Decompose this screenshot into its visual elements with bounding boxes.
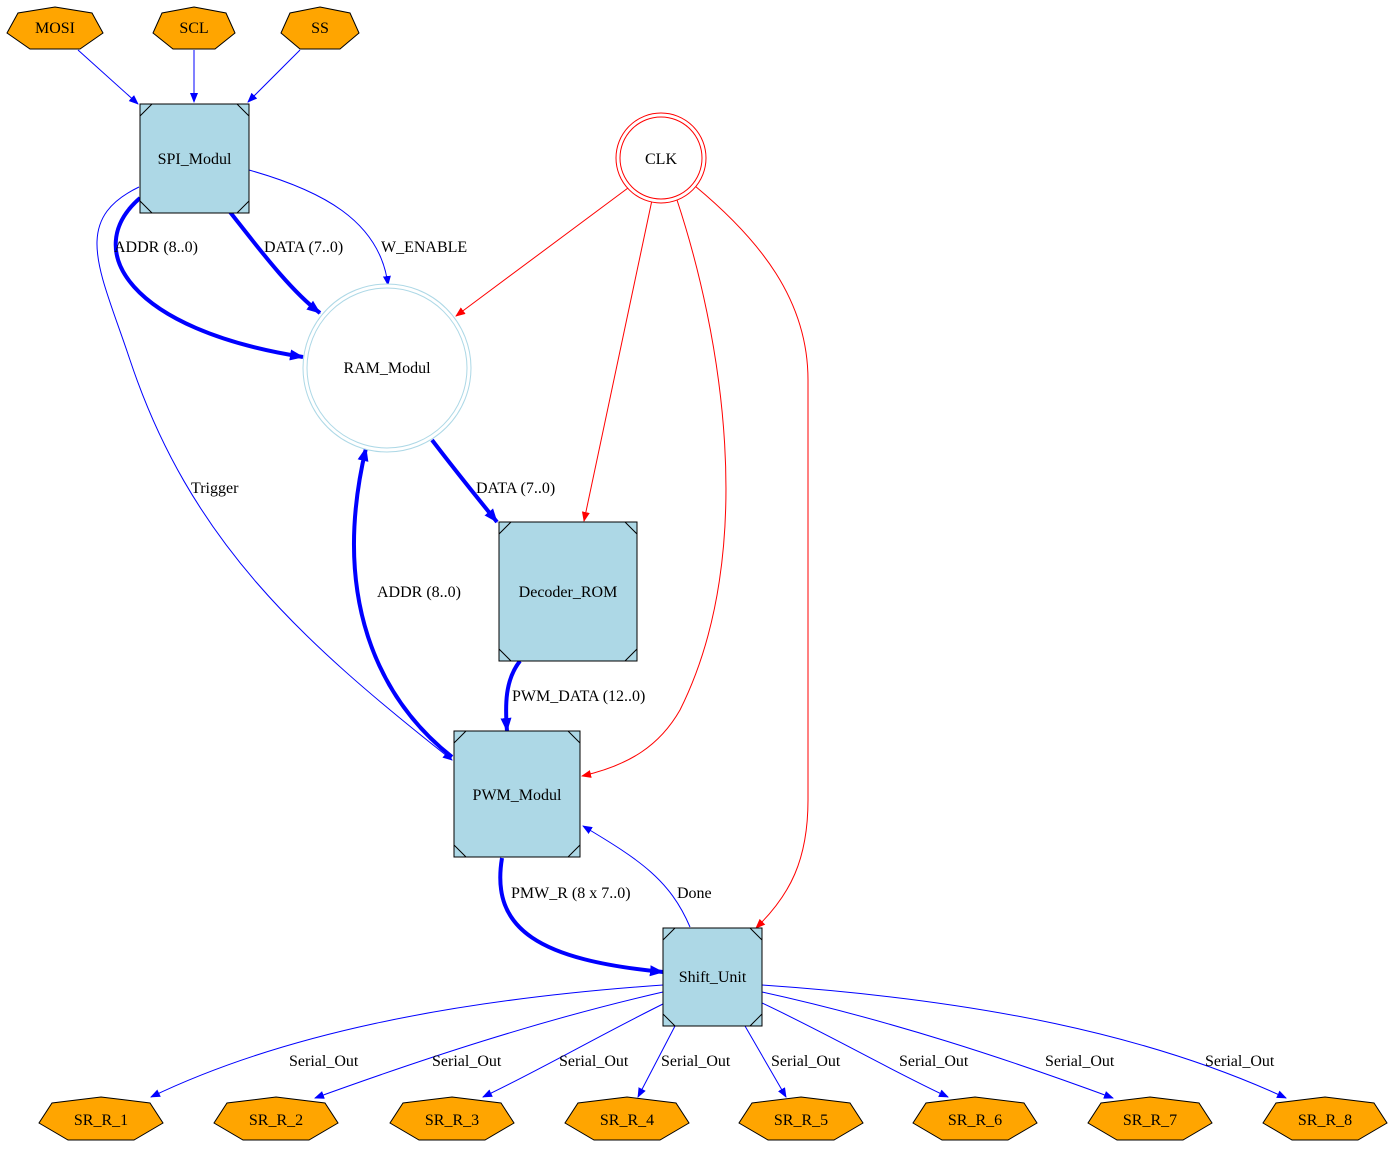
edge-shift-pwm-done xyxy=(582,825,691,928)
edge-shift-sr5 xyxy=(744,1025,787,1098)
edge-rom-pwm-data xyxy=(500,659,522,732)
node-shift-unit[interactable]: Shift_Unit xyxy=(662,927,763,1027)
node-pwm-modul[interactable]: PWM_Modul xyxy=(453,730,581,858)
node-spi-modul[interactable]: SPI_Modul xyxy=(139,103,250,214)
node-sr-r-3[interactable]: SR_R_3 xyxy=(389,1096,515,1141)
edge-shift-sr1 xyxy=(150,984,664,1098)
edge-label-rom-pwm-data: PWM_DATA (12..0) xyxy=(512,688,645,705)
edge-shift-sr2 xyxy=(314,991,664,1099)
node-sr-r-2[interactable]: SR_R_2 xyxy=(213,1096,339,1141)
node-clk-label: CLK xyxy=(645,151,677,168)
node-sr-r-6-label: SR_R_6 xyxy=(948,1112,1002,1129)
node-sr-r-5[interactable]: SR_R_5 xyxy=(738,1096,864,1141)
edge-spi-pwm-trigger xyxy=(96,186,453,761)
edge-label-spi-ram-wen: W_ENABLE xyxy=(381,239,467,256)
edge-shift-sr7 xyxy=(761,991,1114,1099)
edge-label-serial-out-5: Serial_Out xyxy=(771,1053,841,1070)
node-shift-unit-label: Shift_Unit xyxy=(679,969,747,986)
node-mosi[interactable]: MOSI xyxy=(6,6,104,50)
node-sr-r-8[interactable]: SR_R_8 xyxy=(1262,1096,1388,1141)
node-pwm-modul-label: PWM_Modul xyxy=(473,787,562,804)
node-sr-r-4[interactable]: SR_R_4 xyxy=(564,1096,690,1141)
node-sr-r-7[interactable]: SR_R_7 xyxy=(1087,1096,1213,1141)
node-ss-label: SS xyxy=(311,20,329,37)
edge-label-serial-out-6: Serial_Out xyxy=(899,1053,969,1070)
node-spi-modul-label: SPI_Modul xyxy=(158,151,232,168)
edge-label-spi-ram-data: DATA (7..0) xyxy=(264,239,343,256)
edges xyxy=(77,49,1287,1099)
node-sr-r-7-label: SR_R_7 xyxy=(1123,1112,1177,1129)
edge-spi-ram-wen xyxy=(248,169,391,286)
edge-pwm-ram-addr xyxy=(352,447,454,759)
edge-ss-spi xyxy=(247,49,301,103)
edge-clk-rom xyxy=(581,199,653,522)
edge-label-spi-ram-addr: ADDR (8..0) xyxy=(114,239,198,256)
node-ss[interactable]: SS xyxy=(280,6,360,50)
node-decoder-rom[interactable]: Decoder_ROM xyxy=(498,521,638,662)
edge-label-serial-out-2: Serial_Out xyxy=(432,1053,502,1070)
node-sr-r-5-label: SR_R_5 xyxy=(774,1112,828,1129)
edge-label-serial-out-7: Serial_Out xyxy=(1045,1053,1115,1070)
node-sr-r-8-label: SR_R_8 xyxy=(1298,1112,1352,1129)
edge-labels: ADDR (8..0) DATA (7..0) W_ENABLE Trigger… xyxy=(114,239,1275,1070)
node-ram-modul[interactable]: RAM_Modul xyxy=(302,283,472,453)
node-mosi-label: MOSI xyxy=(35,20,75,37)
edge-shift-sr3 xyxy=(482,1002,666,1098)
node-sr-r-1[interactable]: SR_R_1 xyxy=(38,1096,164,1141)
edge-clk-pwm xyxy=(581,199,727,778)
edge-ram-rom-data xyxy=(430,438,499,524)
node-scl-label: SCL xyxy=(179,20,208,37)
edge-label-serial-out-8: Serial_Out xyxy=(1205,1053,1275,1070)
edge-label-pwm-ram-addr: ADDR (8..0) xyxy=(377,584,461,601)
edge-clk-ram xyxy=(455,187,629,317)
node-scl[interactable]: SCL xyxy=(152,6,236,50)
edge-shift-sr4 xyxy=(637,1025,676,1098)
node-clk[interactable]: CLK xyxy=(615,112,707,204)
edge-shift-sr8 xyxy=(761,984,1287,1099)
edge-shift-sr6 xyxy=(761,1002,949,1098)
node-sr-r-4-label: SR_R_4 xyxy=(600,1112,654,1129)
edge-label-pwm-shift: PMW_R (8 x 7..0) xyxy=(511,885,631,902)
edge-pwm-shift xyxy=(498,857,664,977)
edge-spi-ram-data xyxy=(228,210,322,315)
edge-label-shift-pwm-done: Done xyxy=(677,885,712,902)
node-ram-modul-label: RAM_Modul xyxy=(343,360,431,377)
node-sr-r-1-label: SR_R_1 xyxy=(74,1112,128,1129)
edge-clk-shift xyxy=(694,185,809,929)
edge-label-serial-out-3: Serial_Out xyxy=(559,1053,629,1070)
edge-label-ram-rom-data: DATA (7..0) xyxy=(476,480,555,497)
node-sr-r-2-label: SR_R_2 xyxy=(249,1112,303,1129)
node-sr-r-6[interactable]: SR_R_6 xyxy=(912,1096,1038,1141)
node-sr-r-3-label: SR_R_3 xyxy=(425,1112,479,1129)
edge-mosi-spi xyxy=(77,49,139,105)
edge-spi-ram-addr xyxy=(113,196,304,361)
edge-label-serial-out-4: Serial_Out xyxy=(661,1053,731,1070)
node-decoder-rom-label: Decoder_ROM xyxy=(519,584,618,601)
edge-label-spi-pwm-trigger: Trigger xyxy=(191,480,239,497)
edge-label-serial-out-1: Serial_Out xyxy=(289,1053,359,1070)
